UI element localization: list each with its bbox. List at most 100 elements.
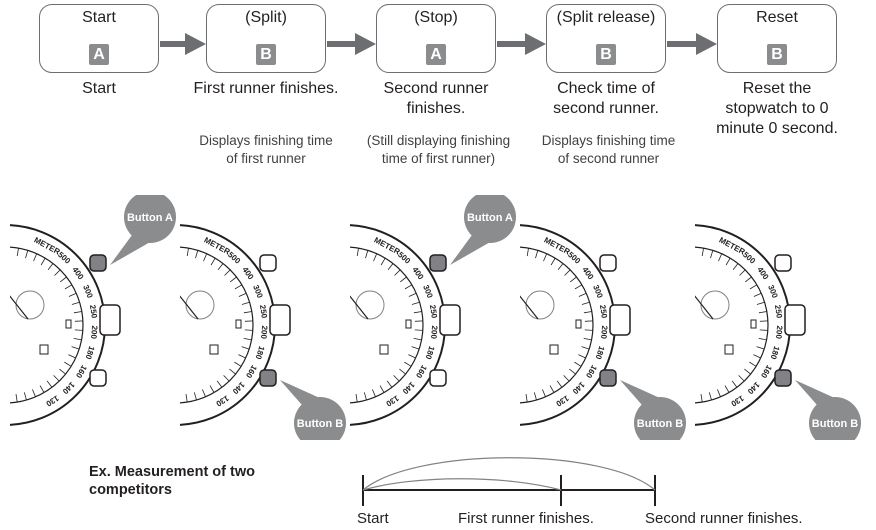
example-title-line1: Ex. Measurement of two — [89, 464, 255, 480]
dial-tick — [556, 380, 563, 388]
dial-tick — [210, 257, 216, 266]
dial-tick — [64, 361, 72, 367]
dial-tick — [533, 392, 537, 401]
date-window — [724, 344, 734, 355]
key-a-icon: A — [89, 44, 109, 65]
dial-tick — [229, 368, 236, 375]
dial-tick — [753, 354, 761, 359]
dial-tick — [581, 346, 590, 350]
dial-tick — [749, 284, 758, 290]
watch-hand — [180, 295, 199, 320]
hour-marker — [235, 319, 242, 329]
timeline-label-start: Start — [357, 510, 389, 527]
pusher-b — [259, 369, 277, 387]
example-title: Ex. Measurement of two competitors — [89, 463, 255, 499]
dial-tick — [584, 329, 593, 331]
dial-tick — [241, 346, 250, 350]
pusher-b — [774, 369, 792, 387]
dial-tick — [68, 354, 76, 359]
bezel-number: 180 — [83, 345, 96, 361]
watch-hand — [520, 295, 539, 320]
subdial — [355, 290, 385, 320]
watch-hand — [695, 295, 714, 320]
dial-tick — [717, 389, 721, 397]
pusher-a — [599, 254, 617, 272]
dial-tick — [708, 392, 712, 401]
step-title: Start — [82, 9, 116, 26]
bezel-number: 180 — [768, 345, 781, 361]
dial-tick — [193, 392, 197, 401]
bezel-number: 200 — [599, 325, 609, 340]
svg-text:Button A: Button A — [467, 212, 513, 224]
dial-tick — [569, 276, 577, 283]
pusher-a — [774, 254, 792, 272]
subdial — [525, 290, 555, 320]
svg-text:Button B: Button B — [637, 418, 683, 430]
button-b-bubble: Button B — [620, 380, 686, 440]
arrow-right-icon — [160, 33, 206, 55]
bezel-number: 180 — [253, 345, 266, 361]
dial-tick — [399, 276, 407, 283]
button-b-bubble: Button B — [280, 380, 346, 440]
subdial — [15, 290, 45, 320]
crown — [439, 304, 461, 336]
watch-dial — [695, 246, 769, 404]
button-b-bubble: Button B — [795, 380, 861, 440]
dial-tick — [59, 276, 67, 283]
dial-tick — [46, 380, 53, 388]
dial-tick — [583, 311, 592, 314]
dial-tick — [413, 338, 422, 341]
subdial — [700, 290, 730, 320]
step-note: (Still displaying finishing time of firs… — [366, 133, 511, 166]
dial-tick — [563, 375, 570, 382]
pusher-b — [429, 369, 447, 387]
date-window — [39, 344, 49, 355]
dial-tick — [549, 385, 555, 393]
step-arrows — [160, 33, 717, 55]
crown — [784, 304, 806, 336]
dial-tick — [731, 380, 738, 388]
dial-tick — [387, 263, 394, 271]
dial-tick — [550, 257, 556, 266]
dial-tick — [33, 253, 38, 262]
dial-tick — [195, 250, 199, 259]
timeline-label-second: Second runner finishes. — [645, 510, 803, 527]
pusher-a — [259, 254, 277, 272]
bezel-number: 200 — [774, 325, 784, 340]
dial-tick — [756, 346, 765, 350]
dial-tick — [724, 385, 730, 393]
dial-tick — [73, 311, 82, 314]
step-caption: Start — [82, 80, 116, 97]
race-timeline — [362, 457, 656, 506]
dial-tick — [234, 284, 243, 290]
bezel-number: 250 — [258, 304, 269, 319]
key-b-icon: B — [767, 44, 787, 65]
hour-marker — [65, 319, 72, 329]
dial-tick — [404, 284, 413, 290]
dial-tick — [408, 292, 417, 297]
dial-tick — [373, 253, 378, 262]
svg-text:Button A: Button A — [127, 212, 173, 224]
dial-tick — [202, 389, 206, 397]
dial-tick — [753, 292, 762, 297]
bezel-number: 250 — [428, 304, 439, 319]
dial-tick — [54, 269, 61, 276]
dial-tick — [59, 368, 66, 375]
dial-tick — [535, 250, 539, 259]
dial-tick — [241, 301, 250, 305]
dial-tick — [574, 284, 583, 290]
step-caption: Second runner finishes. — [383, 80, 489, 117]
date-window — [549, 344, 559, 355]
step-caption: Check time of second runner. — [553, 80, 659, 117]
step-note: Displays finishing time of first runner — [199, 133, 333, 166]
dial-tick — [738, 375, 745, 382]
pusher-a — [89, 254, 107, 272]
crown — [609, 304, 631, 336]
dial-tick — [186, 248, 189, 257]
dial-tick — [756, 301, 765, 305]
watch-hand — [10, 295, 29, 320]
dial-tick — [238, 354, 246, 359]
dial-tick — [234, 361, 242, 367]
